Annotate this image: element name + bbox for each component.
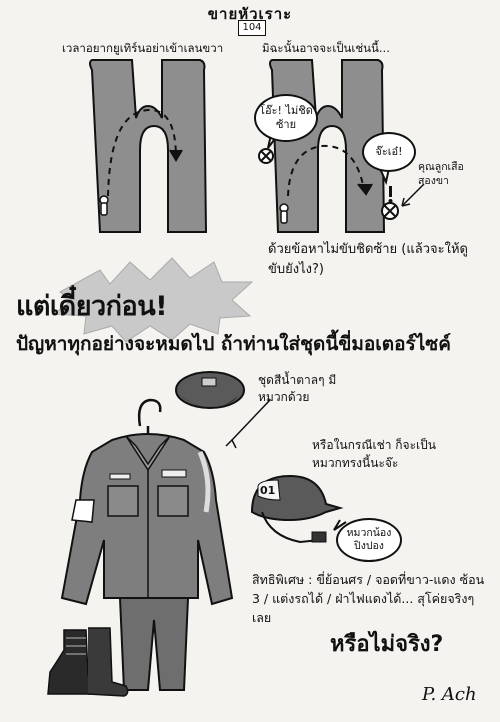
issue-number: 104 bbox=[238, 20, 266, 36]
helmet-drawing bbox=[250, 474, 347, 544]
left-road-drawing bbox=[89, 59, 208, 233]
privileges-text: สิทธิพิเศษ : ขี่ย้อนศร / จอดที่ขาว-แดง ซ… bbox=[252, 572, 485, 625]
boots-drawing bbox=[47, 627, 129, 697]
subheadline: ปัญหาทุกอย่างจะหมดไป ถ้าท่านใส่ชุดนี้ขี่… bbox=[16, 333, 451, 355]
helmet-speech-bubble: หมวกน้อง ปิงปอง bbox=[336, 518, 402, 562]
uniform-drawing bbox=[60, 398, 234, 691]
headline: แต่เดี๋ยวก่อน! bbox=[16, 291, 168, 322]
magazine-title: ขายหัวเราะ bbox=[207, 5, 293, 23]
caught-speech-bubble: จ๊ะเอ๋! bbox=[362, 132, 416, 172]
punchline: หรือไม่จริง? bbox=[330, 632, 444, 657]
oh-speech-bubble: โอ๊ะ! ไม่ชิดซ้าย bbox=[254, 94, 318, 142]
right-panel-bottom-caption: ด้วยข้อหาไม่ขับชิดซ้าย (แล้วจะให้ดูขับยั… bbox=[268, 242, 468, 277]
burst-shape bbox=[52, 257, 254, 343]
rent-note: หรือในกรณีเช่า ก็จะเป็นหมวกทรงนี้นะจ๊ะ bbox=[312, 438, 436, 470]
police-label: คุณลูกเสือ สองขา bbox=[418, 161, 464, 187]
helmet-number: 01 bbox=[260, 484, 276, 497]
police-cap-drawing bbox=[175, 371, 271, 449]
right-panel-caption: มิฉะนั้นอาจจะเป็นเช่นนี้... bbox=[262, 41, 390, 55]
uniform-note: ชุดสีน้ำตาลๆ มีหมวกด้วย bbox=[258, 373, 337, 404]
artist-signature: P. Ach bbox=[422, 684, 477, 705]
left-panel-caption: เวลาอยากยูเทิร์นอย่าเข้าเลนขวา bbox=[62, 41, 224, 55]
